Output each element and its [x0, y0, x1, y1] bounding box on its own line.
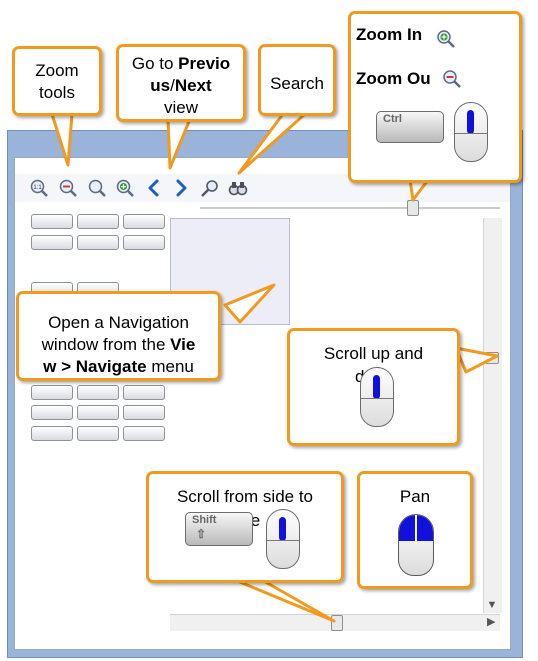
ctrl-key: Ctrl — [376, 111, 444, 143]
scroll-down-arrow[interactable]: ▼ — [486, 599, 498, 611]
zoom-out-button[interactable] — [57, 177, 79, 199]
panel-button[interactable] — [31, 426, 73, 441]
zoom-out-label: Zoom Ou — [356, 69, 431, 88]
chevron-right-icon — [176, 179, 187, 197]
horizontal-scrollbar-thumb[interactable] — [331, 615, 343, 631]
panel-button[interactable] — [123, 385, 165, 400]
callout-scroll-up-down: Scroll up and d — [287, 328, 460, 446]
prev-next-bold3: Next — [174, 76, 212, 95]
navigation-line1: Open a Navigation — [48, 313, 189, 332]
mouse-wheel — [373, 375, 380, 399]
chevron-left-icon — [148, 179, 159, 197]
panel-button[interactable] — [77, 235, 119, 250]
panel-button[interactable] — [123, 405, 165, 420]
navigation-line3-suffix: menu — [146, 357, 194, 376]
mouse-wheel-icon — [266, 509, 300, 569]
mouse-button-gap — [415, 515, 416, 541]
binoculars-icon — [228, 182, 248, 196]
scroll-up-down-line1: Scroll up and — [323, 344, 424, 363]
prev-next-separator: / — [170, 76, 175, 95]
panel-button[interactable] — [31, 214, 73, 229]
mouse-wheel — [467, 110, 474, 134]
zoom-in-icon — [437, 30, 455, 48]
scroll-right-arrow[interactable]: ▶ — [487, 616, 496, 628]
panel-button[interactable] — [77, 426, 119, 441]
panel-button[interactable] — [77, 405, 119, 420]
callout-search: Search — [258, 44, 336, 116]
callout-navigation: Open a Navigation window from the Vie w … — [16, 291, 221, 381]
prev-next-bold1: Previo — [178, 54, 231, 73]
callout-previous-next: Go to Previo us/Next view — [116, 44, 246, 122]
zoom-in-button[interactable] — [114, 177, 136, 199]
callout-zoom-in-out: Zoom In Zoom Ou Ctrl — [348, 11, 522, 183]
vertical-scrollbar[interactable] — [483, 218, 502, 613]
mouse-pan-icon — [398, 514, 434, 576]
navigation-line2-prefix: window from the — [41, 335, 171, 354]
zoom-in-icon — [116, 179, 134, 197]
mouse-split — [267, 540, 299, 541]
panel-button[interactable] — [77, 385, 119, 400]
zoom-out-icon — [443, 70, 461, 88]
find-button[interactable] — [227, 177, 249, 199]
zoom-button[interactable] — [86, 177, 108, 199]
zoom-tools-line1: Zoom — [35, 61, 79, 80]
search-label: Search — [270, 74, 324, 93]
magnifier-icon — [88, 179, 106, 197]
shift-key: Shift ⇧ — [185, 512, 253, 546]
zoom-in-label: Zoom In — [356, 25, 423, 44]
next-view-button[interactable] — [170, 177, 192, 199]
mouse-split — [361, 398, 393, 399]
mouse-left-button — [399, 515, 415, 541]
zoom-actual-size-button[interactable]: 1:1 — [28, 177, 50, 199]
shift-key-label: Shift — [192, 514, 217, 526]
scroll-side-line1: Scroll from side to — [176, 487, 314, 506]
svg-text:1:1: 1:1 — [33, 185, 42, 191]
navigation-menu-path: w > Navigate — [43, 357, 147, 376]
zoom-slider-track[interactable] — [200, 207, 500, 209]
panel-button[interactable] — [31, 235, 73, 250]
callout-zoom-tools: Zoom tools — [12, 46, 102, 116]
panel-button[interactable] — [31, 385, 73, 400]
zoom-tools-line2: tools — [39, 83, 75, 102]
prev-next-prefix: Go to — [131, 54, 179, 73]
panel-button[interactable] — [123, 235, 165, 250]
zoom-actual-size-icon: 1:1 — [30, 179, 48, 197]
search-button[interactable] — [199, 177, 221, 199]
previous-view-button[interactable] — [143, 177, 165, 199]
mouse-wheel — [279, 517, 286, 541]
search-icon — [201, 180, 218, 197]
mouse-right-button — [417, 515, 433, 541]
panel-button[interactable] — [123, 426, 165, 441]
mouse-wheel-icon — [454, 102, 488, 162]
scroll-up-down-line2: d — [355, 367, 365, 386]
mouse-wheel-icon — [360, 367, 394, 427]
mouse-split — [455, 133, 487, 134]
callout-scroll-side: Scroll from side to le Shift ⇧ — [146, 471, 344, 583]
pan-label: Pan — [399, 487, 431, 506]
shift-arrow-icon: ⇧ — [196, 527, 207, 541]
navigation-line2-bold: Vie — [170, 335, 196, 354]
prev-next-bold2: us — [150, 76, 171, 95]
zoom-out-icon — [59, 179, 77, 197]
panel-button[interactable] — [123, 214, 165, 229]
ctrl-key-label: Ctrl — [383, 113, 402, 125]
callout-pan: Pan — [357, 471, 473, 589]
panel-button[interactable] — [77, 214, 119, 229]
panel-button[interactable] — [31, 405, 73, 420]
prev-next-line3: view — [163, 98, 198, 117]
